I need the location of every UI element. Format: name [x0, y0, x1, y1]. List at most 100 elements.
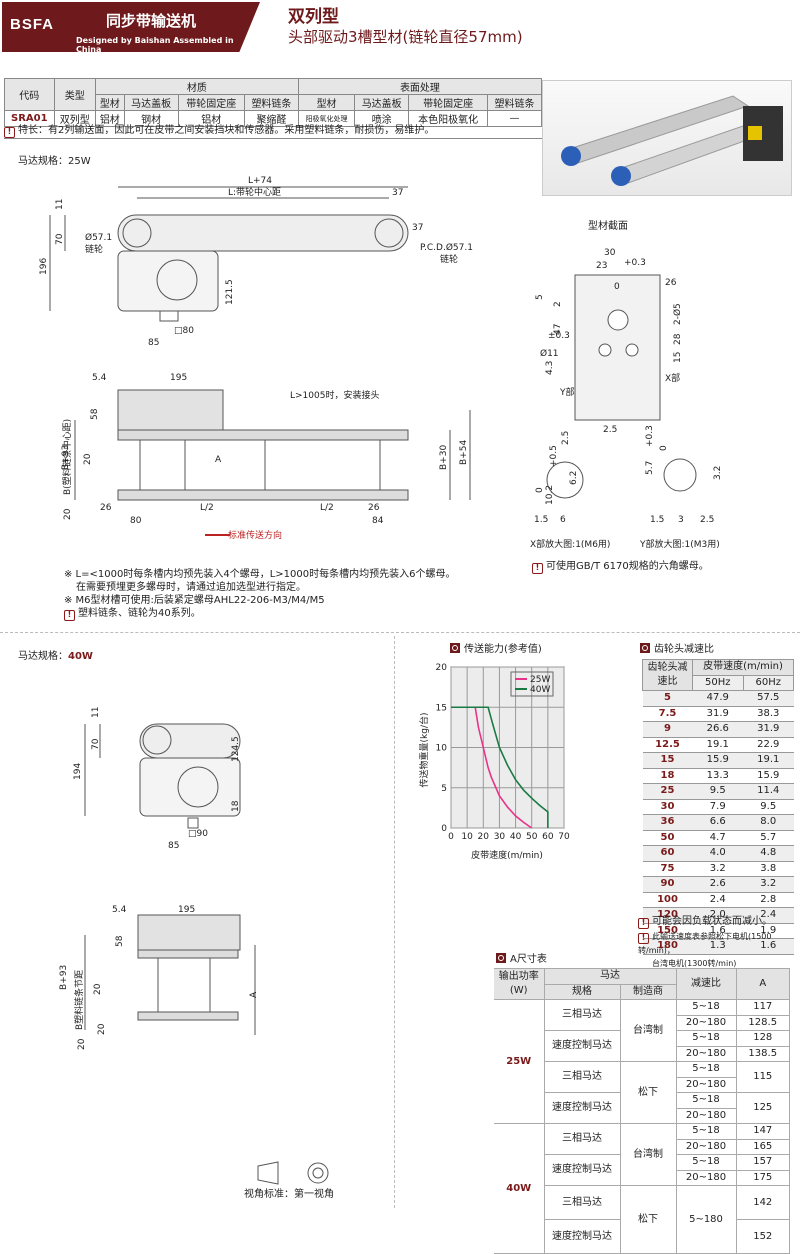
dimension-label: Ø57.1	[85, 232, 112, 243]
x-tick-label: 50	[526, 832, 538, 842]
th-speed: 皮带速度(m/min)	[692, 659, 794, 676]
spec-cell: 速度控制马达	[544, 1219, 621, 1254]
th-sub: 塑料链条	[487, 94, 542, 111]
dimension-label: ±0.3	[548, 331, 570, 341]
direction-label: 标准传送方向	[228, 529, 282, 541]
dimension-label: +0.3	[624, 258, 646, 268]
speed-cell: 3.8	[743, 861, 794, 877]
dimension-label: +0.5	[549, 445, 559, 467]
speed-cell: 15.9	[692, 752, 743, 769]
power-cell: 40W	[494, 1123, 545, 1254]
dimension-label: X部	[665, 372, 680, 384]
product-type: 双列型	[288, 7, 339, 27]
speed-cell: 1.9	[743, 923, 794, 939]
y-tick-label: 15	[436, 703, 447, 713]
dimension-label: 28	[673, 333, 683, 345]
speed-cell: 8.0	[743, 814, 794, 831]
product-subtitle: 头部驱动3槽型材(链轮直径57mm)	[288, 28, 523, 46]
speed-cell: 2.6	[692, 876, 743, 893]
dimension-label: L/2	[200, 503, 214, 513]
ratio-cell: 90	[642, 876, 693, 893]
dimension-label: 0	[614, 282, 620, 292]
ratio-cell: 18	[642, 768, 693, 784]
dimension-label: 196	[39, 258, 49, 275]
th-code: 代码	[4, 78, 55, 111]
speed-cell: 13.3	[692, 768, 743, 784]
speed-cell: 6.6	[692, 814, 743, 831]
dimension-label: B(塑料链条中心距)	[61, 419, 73, 495]
dimension-label: 80	[130, 516, 142, 526]
speed-cell: 1.6	[743, 938, 794, 955]
a-cell: 142	[736, 1185, 790, 1220]
ratio-cell: 36	[642, 814, 693, 831]
dimension-label: 5.4	[112, 905, 127, 915]
ratio-cell: 5~18	[676, 1092, 737, 1109]
dimension-label: 2.5	[561, 431, 571, 445]
speed-cell: 15.9	[743, 768, 794, 784]
a-cell: 125	[736, 1092, 790, 1124]
a-table-title: A尺寸表	[496, 953, 547, 966]
dimension-label: 11	[91, 707, 101, 718]
y-tick-label: 5	[441, 784, 447, 794]
ratio-cell: 20~180	[676, 1107, 737, 1124]
th-sub: 带轮固定座	[177, 94, 246, 111]
ratio-cell: 5~18	[676, 1030, 737, 1047]
dimension-label: 3	[678, 515, 684, 525]
spec-cell: 速度控制马达	[544, 1030, 621, 1062]
a-cell: 128.5	[736, 1014, 790, 1031]
ratio-cell: 25	[642, 783, 693, 800]
a-cell: 147	[736, 1123, 790, 1140]
legend-label: 40W	[530, 685, 550, 695]
dimension-label: 37	[412, 223, 423, 233]
dimension-label: Ø11	[540, 348, 559, 359]
dimension-label: 58	[115, 935, 125, 947]
ratio-cell: 5~18	[676, 999, 737, 1016]
banner-tagline: Designed by Baishan Assembled in China	[76, 36, 234, 54]
x-tick-label: 40	[510, 832, 522, 842]
x-axis-label: 皮带速度(m/min)	[471, 849, 543, 861]
th-sub: 型材	[297, 94, 356, 111]
ratio-cell: 5~180	[676, 1185, 737, 1254]
dimension-label: 194	[73, 763, 83, 780]
spec-cell: 三相马达	[544, 1123, 621, 1155]
feature-note: !特长：有2列输送面，因此可在皮带之间安装挡块和传感器。采用塑料链条，耐损伤，易…	[4, 123, 542, 139]
motor-40w-value: 40W	[68, 651, 93, 662]
dimension-label: 5.7	[645, 461, 655, 475]
th-motor: 马达	[544, 968, 677, 985]
dimension-label: B塑料链条节距	[73, 970, 85, 1030]
dimension-label: 0	[659, 445, 669, 451]
spec-table: 代码类型材质表面处理 型材马达盖板带轮固定座塑料链条型材马达盖板带轮固定座塑料链…	[4, 78, 543, 127]
chart-title: 传送能力(参考值)	[450, 643, 542, 656]
dimension-label: 0	[535, 487, 545, 493]
power-cell: 25W	[494, 999, 545, 1124]
dimension-label: 3.2	[713, 466, 723, 480]
ratio-cell: 100	[642, 892, 693, 908]
motor-40w-label: 马达规格：40W	[18, 651, 93, 662]
section-title: 型材截面	[588, 221, 628, 232]
maker-cell: 松下	[620, 1061, 677, 1124]
dimension-label: 20	[83, 453, 93, 465]
x-tick-label: 0	[448, 832, 454, 842]
spec-cell: 三相马达	[544, 1061, 621, 1093]
speed-cell: 2.4	[692, 892, 743, 908]
dimension-label: 20	[77, 1038, 87, 1050]
ratio-cell: 5	[642, 690, 693, 707]
ratio-cell: 20~180	[676, 1076, 737, 1093]
dimension-label: 30	[604, 248, 616, 258]
dimension-label: A	[249, 991, 259, 998]
dimension-label: 26	[100, 503, 112, 513]
ratio-cell: 5~18	[676, 1061, 737, 1078]
motor-25w-label: 马达规格：25W	[18, 156, 91, 167]
warning-icon: !	[64, 610, 75, 621]
dimension-label: P.C.D.Ø57.1	[420, 242, 473, 253]
